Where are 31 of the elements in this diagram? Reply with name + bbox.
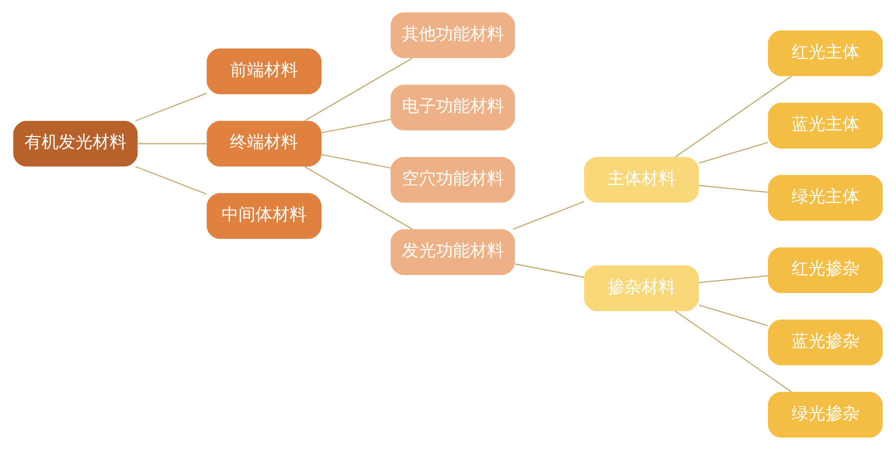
node-box: 发光功能材料 (390, 229, 515, 275)
connector (698, 275, 768, 284)
connector (135, 166, 207, 195)
connector (138, 143, 207, 144)
node-box: 掺杂材料 (584, 265, 699, 312)
node-box: 前端材料 (206, 48, 322, 94)
node-box: 绿光主体 (768, 175, 883, 221)
node-box: 绿光掺杂 (768, 392, 883, 438)
connector (512, 201, 584, 230)
connector (304, 58, 412, 122)
node-box: 蓝光主体 (768, 102, 883, 148)
node-box: 空穴功能材料 (390, 156, 515, 203)
connector (515, 264, 584, 278)
connector (698, 142, 768, 164)
node-box: 红光掺杂 (768, 247, 883, 294)
node-box: 主体材料 (584, 156, 699, 203)
connector (304, 166, 412, 230)
node-box: 红光主体 (768, 30, 883, 76)
node-box: 终端材料 (206, 120, 322, 167)
connector (698, 184, 768, 193)
node-box: 电子功能材料 (390, 84, 515, 130)
connector (675, 76, 792, 158)
node-box: 其他功能材料 (390, 12, 515, 58)
node-box: 中间体材料 (206, 193, 322, 239)
node-box: 蓝光掺杂 (768, 320, 883, 366)
connector (135, 92, 207, 122)
connector (322, 154, 391, 168)
node-box: 有机发光材料 (13, 120, 138, 167)
connector (675, 310, 792, 392)
connector (322, 118, 391, 134)
connector (698, 304, 768, 326)
